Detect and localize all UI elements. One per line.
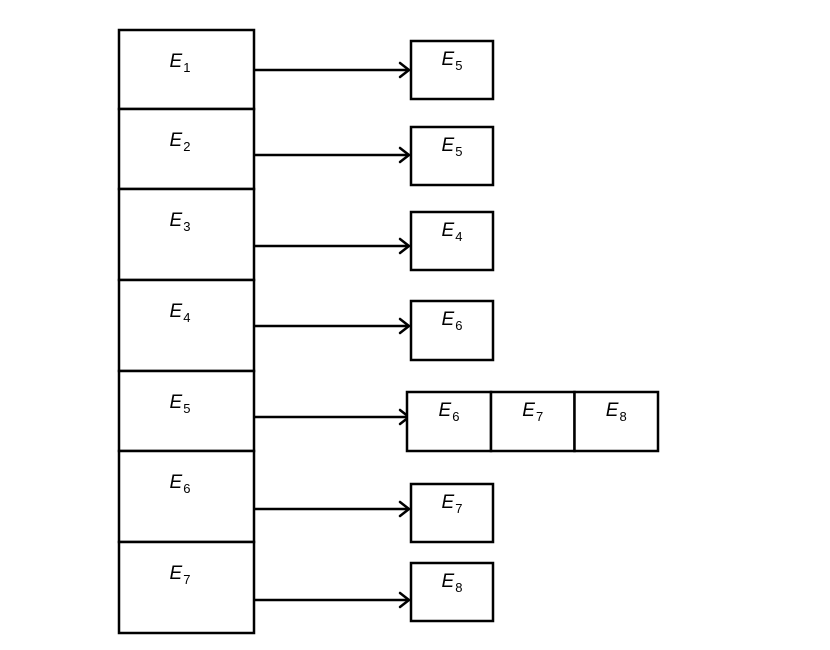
arrow-head-icon — [398, 317, 411, 335]
target-label-letter: E — [522, 400, 535, 421]
target-label-letter: E — [606, 400, 619, 421]
target-label-letter: E — [442, 49, 455, 70]
node-label-subscript: 4 — [183, 310, 190, 325]
target-cell — [409, 482, 495, 544]
target-cell — [409, 561, 495, 623]
target-label: E6 — [442, 309, 463, 333]
node-label: E3 — [170, 210, 191, 234]
node-label: E5 — [170, 392, 191, 416]
target-cell — [409, 39, 495, 101]
node-label: E6 — [170, 472, 191, 496]
node-label-subscript: 1 — [183, 60, 190, 75]
target-list: E5 — [409, 39, 495, 101]
target-cell — [409, 210, 495, 272]
target-label: E5 — [442, 49, 463, 73]
target-label-letter: E — [442, 571, 455, 592]
node-cell — [117, 449, 256, 544]
target-list: E5 — [409, 125, 495, 187]
target-cell — [573, 390, 660, 453]
target-cell — [409, 125, 495, 187]
node-label-subscript: 5 — [183, 401, 190, 416]
target-label-subscript: 7 — [536, 409, 543, 424]
target-label-letter: E — [442, 309, 455, 330]
node-cell — [117, 28, 256, 111]
target-label-subscript: 5 — [455, 58, 462, 73]
arrow-head-icon — [398, 500, 411, 518]
target-label: E7 — [522, 400, 543, 424]
target-list: E4 — [409, 210, 495, 272]
target-list: E8 — [409, 561, 495, 623]
node-label: E7 — [170, 563, 191, 587]
node-label-letter: E — [170, 301, 183, 322]
target-label-subscript: 6 — [452, 409, 459, 424]
node-label-subscript: 2 — [183, 139, 190, 154]
target-label-subscript: 4 — [455, 229, 462, 244]
node-label-subscript: 3 — [183, 219, 190, 234]
node-label-letter: E — [170, 392, 183, 413]
target-label-letter: E — [439, 400, 452, 421]
arrow-head-icon — [398, 146, 411, 164]
target-label-letter: E — [442, 492, 455, 513]
node-cell — [117, 278, 256, 373]
target-label-subscript: 6 — [455, 318, 462, 333]
target-list: E7 — [409, 482, 495, 544]
node-cell — [117, 369, 256, 453]
target-list: E6 — [409, 299, 495, 362]
target-label: E8 — [442, 571, 463, 595]
node-label-letter: E — [170, 210, 183, 231]
node-label-letter: E — [170, 472, 183, 493]
target-label-subscript: 5 — [455, 144, 462, 159]
target-label-subscript: 8 — [455, 580, 462, 595]
node-cell — [117, 540, 256, 635]
node-label: E2 — [170, 130, 191, 154]
node-label-subscript: 7 — [183, 572, 190, 587]
target-label: E8 — [606, 400, 627, 424]
target-label: E5 — [442, 135, 463, 159]
target-label-letter: E — [442, 135, 455, 156]
arrow-head-icon — [398, 61, 411, 79]
target-cell — [405, 390, 493, 453]
node-label-letter: E — [170, 51, 183, 72]
target-label-subscript: 7 — [455, 501, 462, 516]
target-label-letter: E — [442, 220, 455, 241]
node-cell — [117, 107, 256, 191]
arrow-head-icon — [398, 591, 411, 609]
target-label: E4 — [442, 220, 463, 244]
target-cell — [409, 299, 495, 362]
target-label-subscript: 8 — [619, 409, 626, 424]
node-label: E1 — [170, 51, 191, 75]
node-label-subscript: 6 — [183, 481, 190, 496]
node-label-letter: E — [170, 563, 183, 584]
target-label: E7 — [442, 492, 463, 516]
node-cell — [117, 187, 256, 282]
arrow-head-icon — [398, 237, 411, 255]
node-label-letter: E — [170, 130, 183, 151]
target-label: E6 — [439, 400, 460, 424]
target-cell — [489, 390, 576, 453]
node-label: E4 — [170, 301, 191, 325]
